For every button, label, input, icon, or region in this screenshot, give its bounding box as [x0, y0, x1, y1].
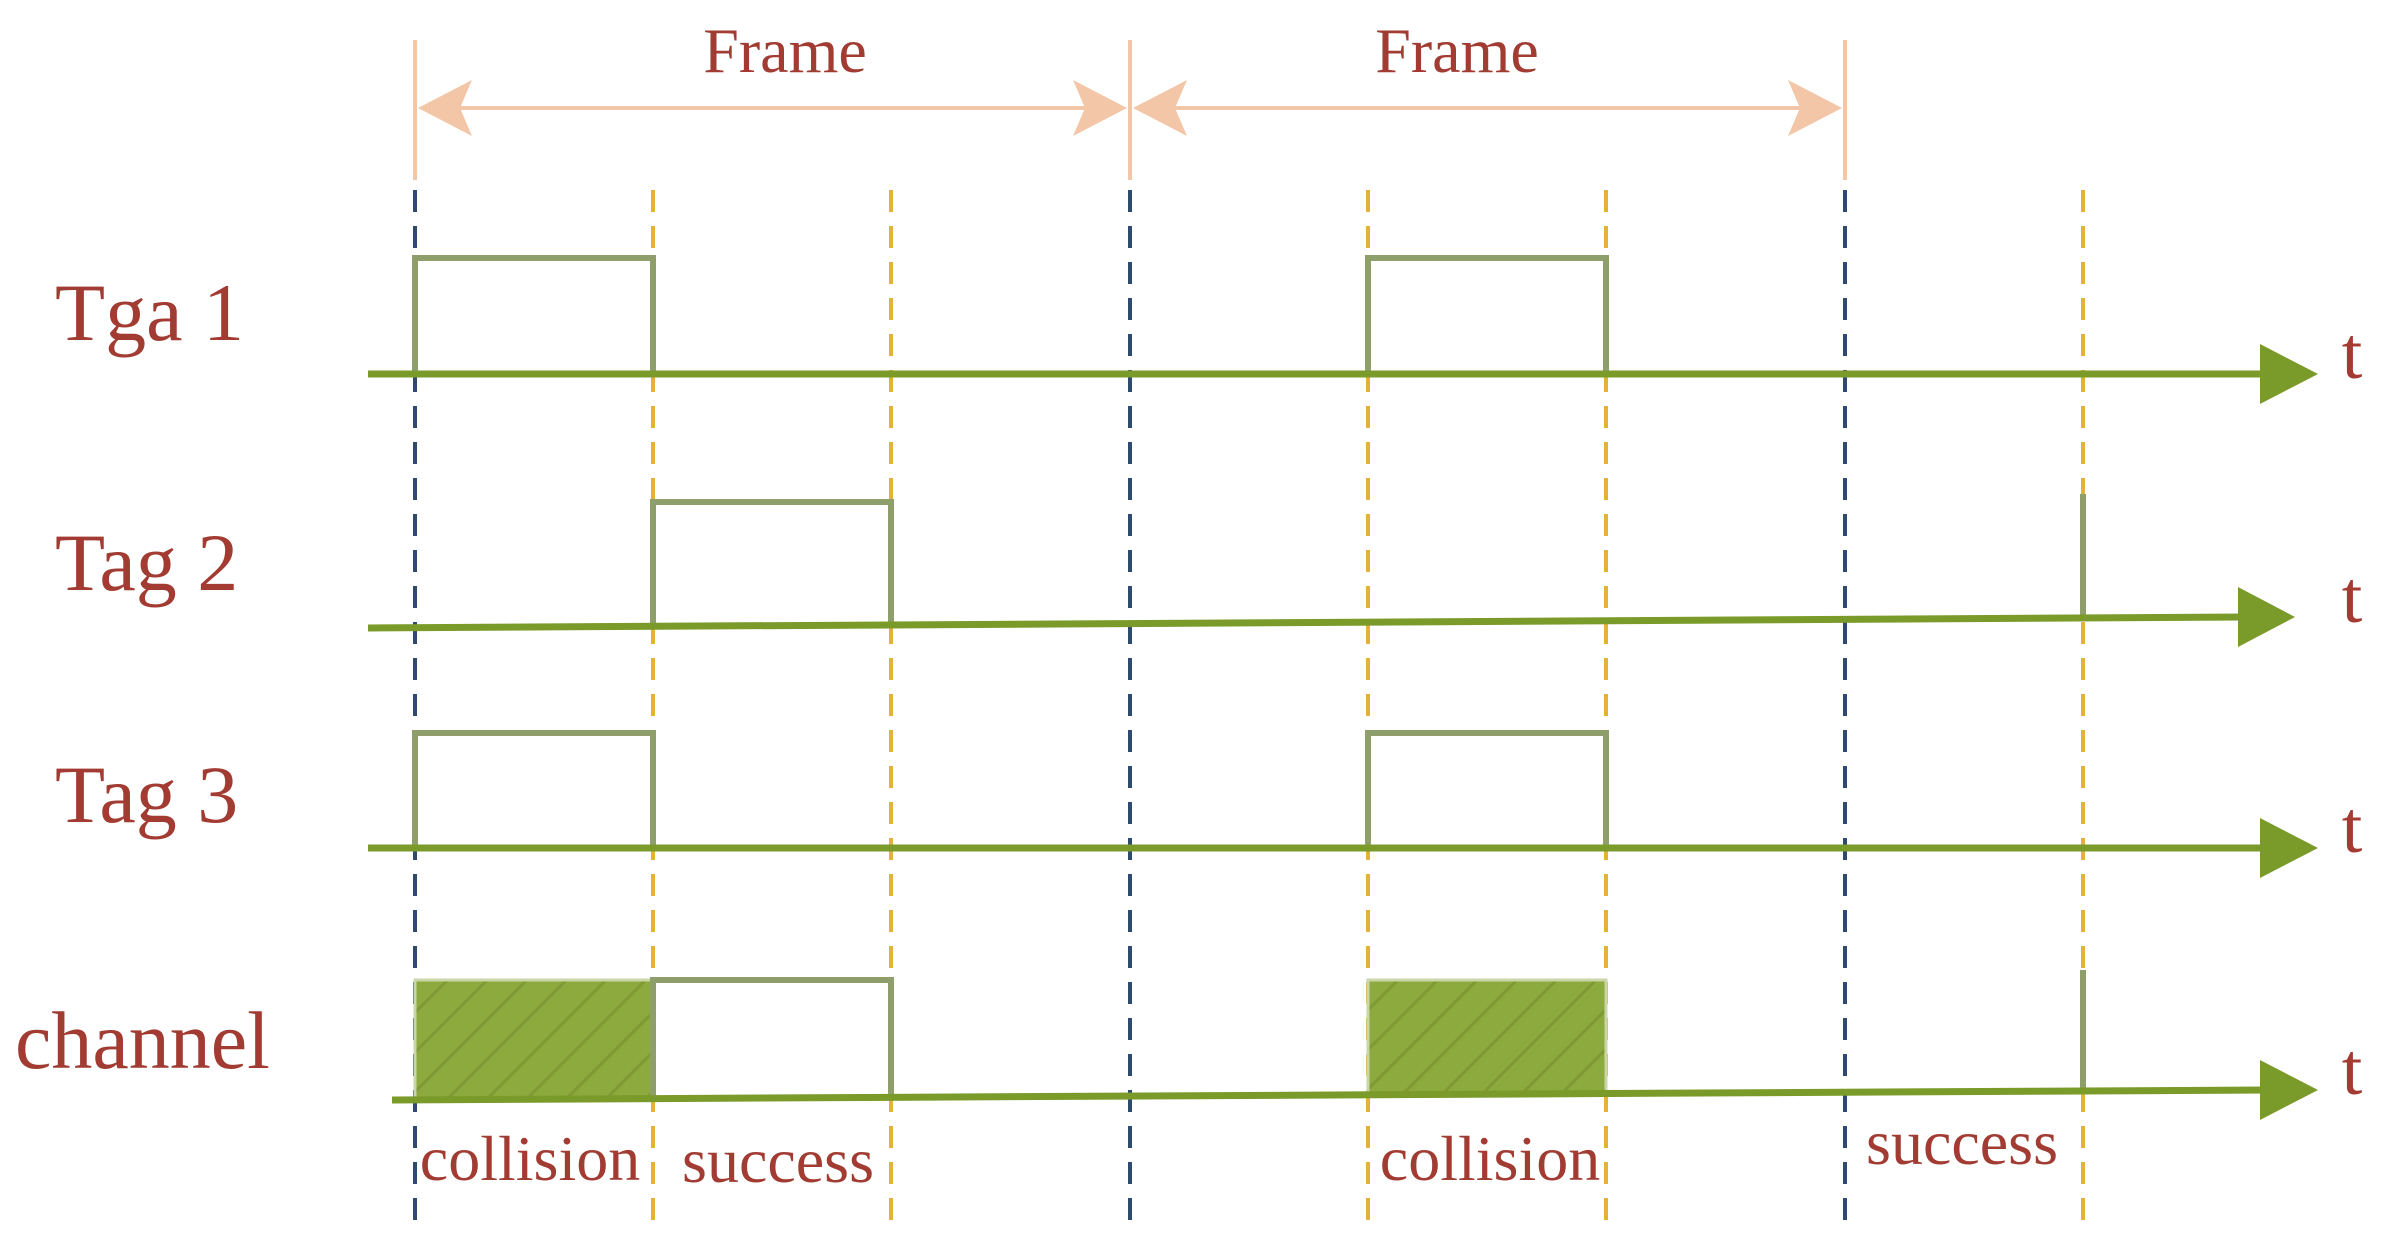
frame-arrow-2: Frame	[1133, 15, 1842, 136]
collision-label: collision	[420, 1123, 640, 1194]
row-label: channel	[15, 995, 270, 1086]
success-pulse	[650, 977, 894, 1099]
row-tag-2: Tag 2 t	[55, 494, 2363, 647]
axis-arrowhead	[2260, 818, 2318, 878]
tag-pulse	[1365, 255, 1609, 374]
tag-pulse	[650, 499, 894, 627]
axis-label: t	[2342, 313, 2363, 395]
success-label: success	[1866, 1107, 2058, 1178]
row-channel: channel t collision success collision succe…	[15, 970, 2363, 1196]
row-label: Tga 1	[55, 267, 244, 358]
tag-2-pulses	[650, 494, 2086, 627]
frame-arrow-1: Frame	[418, 15, 1127, 136]
axis-label: t	[2342, 787, 2363, 869]
axis-arrowhead	[2260, 1060, 2318, 1120]
channel-event-labels: collision success collision success	[420, 1107, 2058, 1196]
axis-label: t	[2342, 1029, 2363, 1111]
tag-pulse	[412, 255, 656, 374]
collision-pulse	[413, 978, 655, 1102]
axis-label: t	[2342, 557, 2363, 639]
tag-pulse	[412, 730, 656, 848]
channel-pulses	[413, 970, 2086, 1102]
success-label: success	[682, 1125, 874, 1196]
row-tag-3: Tag 3 t	[55, 730, 2363, 878]
frame-label: Frame	[1375, 15, 1539, 86]
row-label: Tag 3	[55, 749, 238, 840]
collision-label: collision	[1380, 1123, 1600, 1194]
tag-1-pulses	[412, 255, 1609, 374]
row-label: Tag 2	[55, 517, 238, 608]
collision-pulse	[1366, 978, 1608, 1097]
row-tag-1: Tga 1 t	[55, 255, 2363, 404]
tag-pulse	[1365, 730, 1609, 848]
tag-3-pulses	[412, 730, 1609, 848]
axis-arrowhead	[2238, 587, 2295, 647]
axis-arrowhead	[2260, 344, 2318, 404]
time-axis	[391, 1086, 2269, 1104]
frame-label: Frame	[703, 15, 867, 86]
frame-duration-arrows: Frame Frame	[413, 15, 1847, 180]
time-axis	[367, 613, 2246, 632]
